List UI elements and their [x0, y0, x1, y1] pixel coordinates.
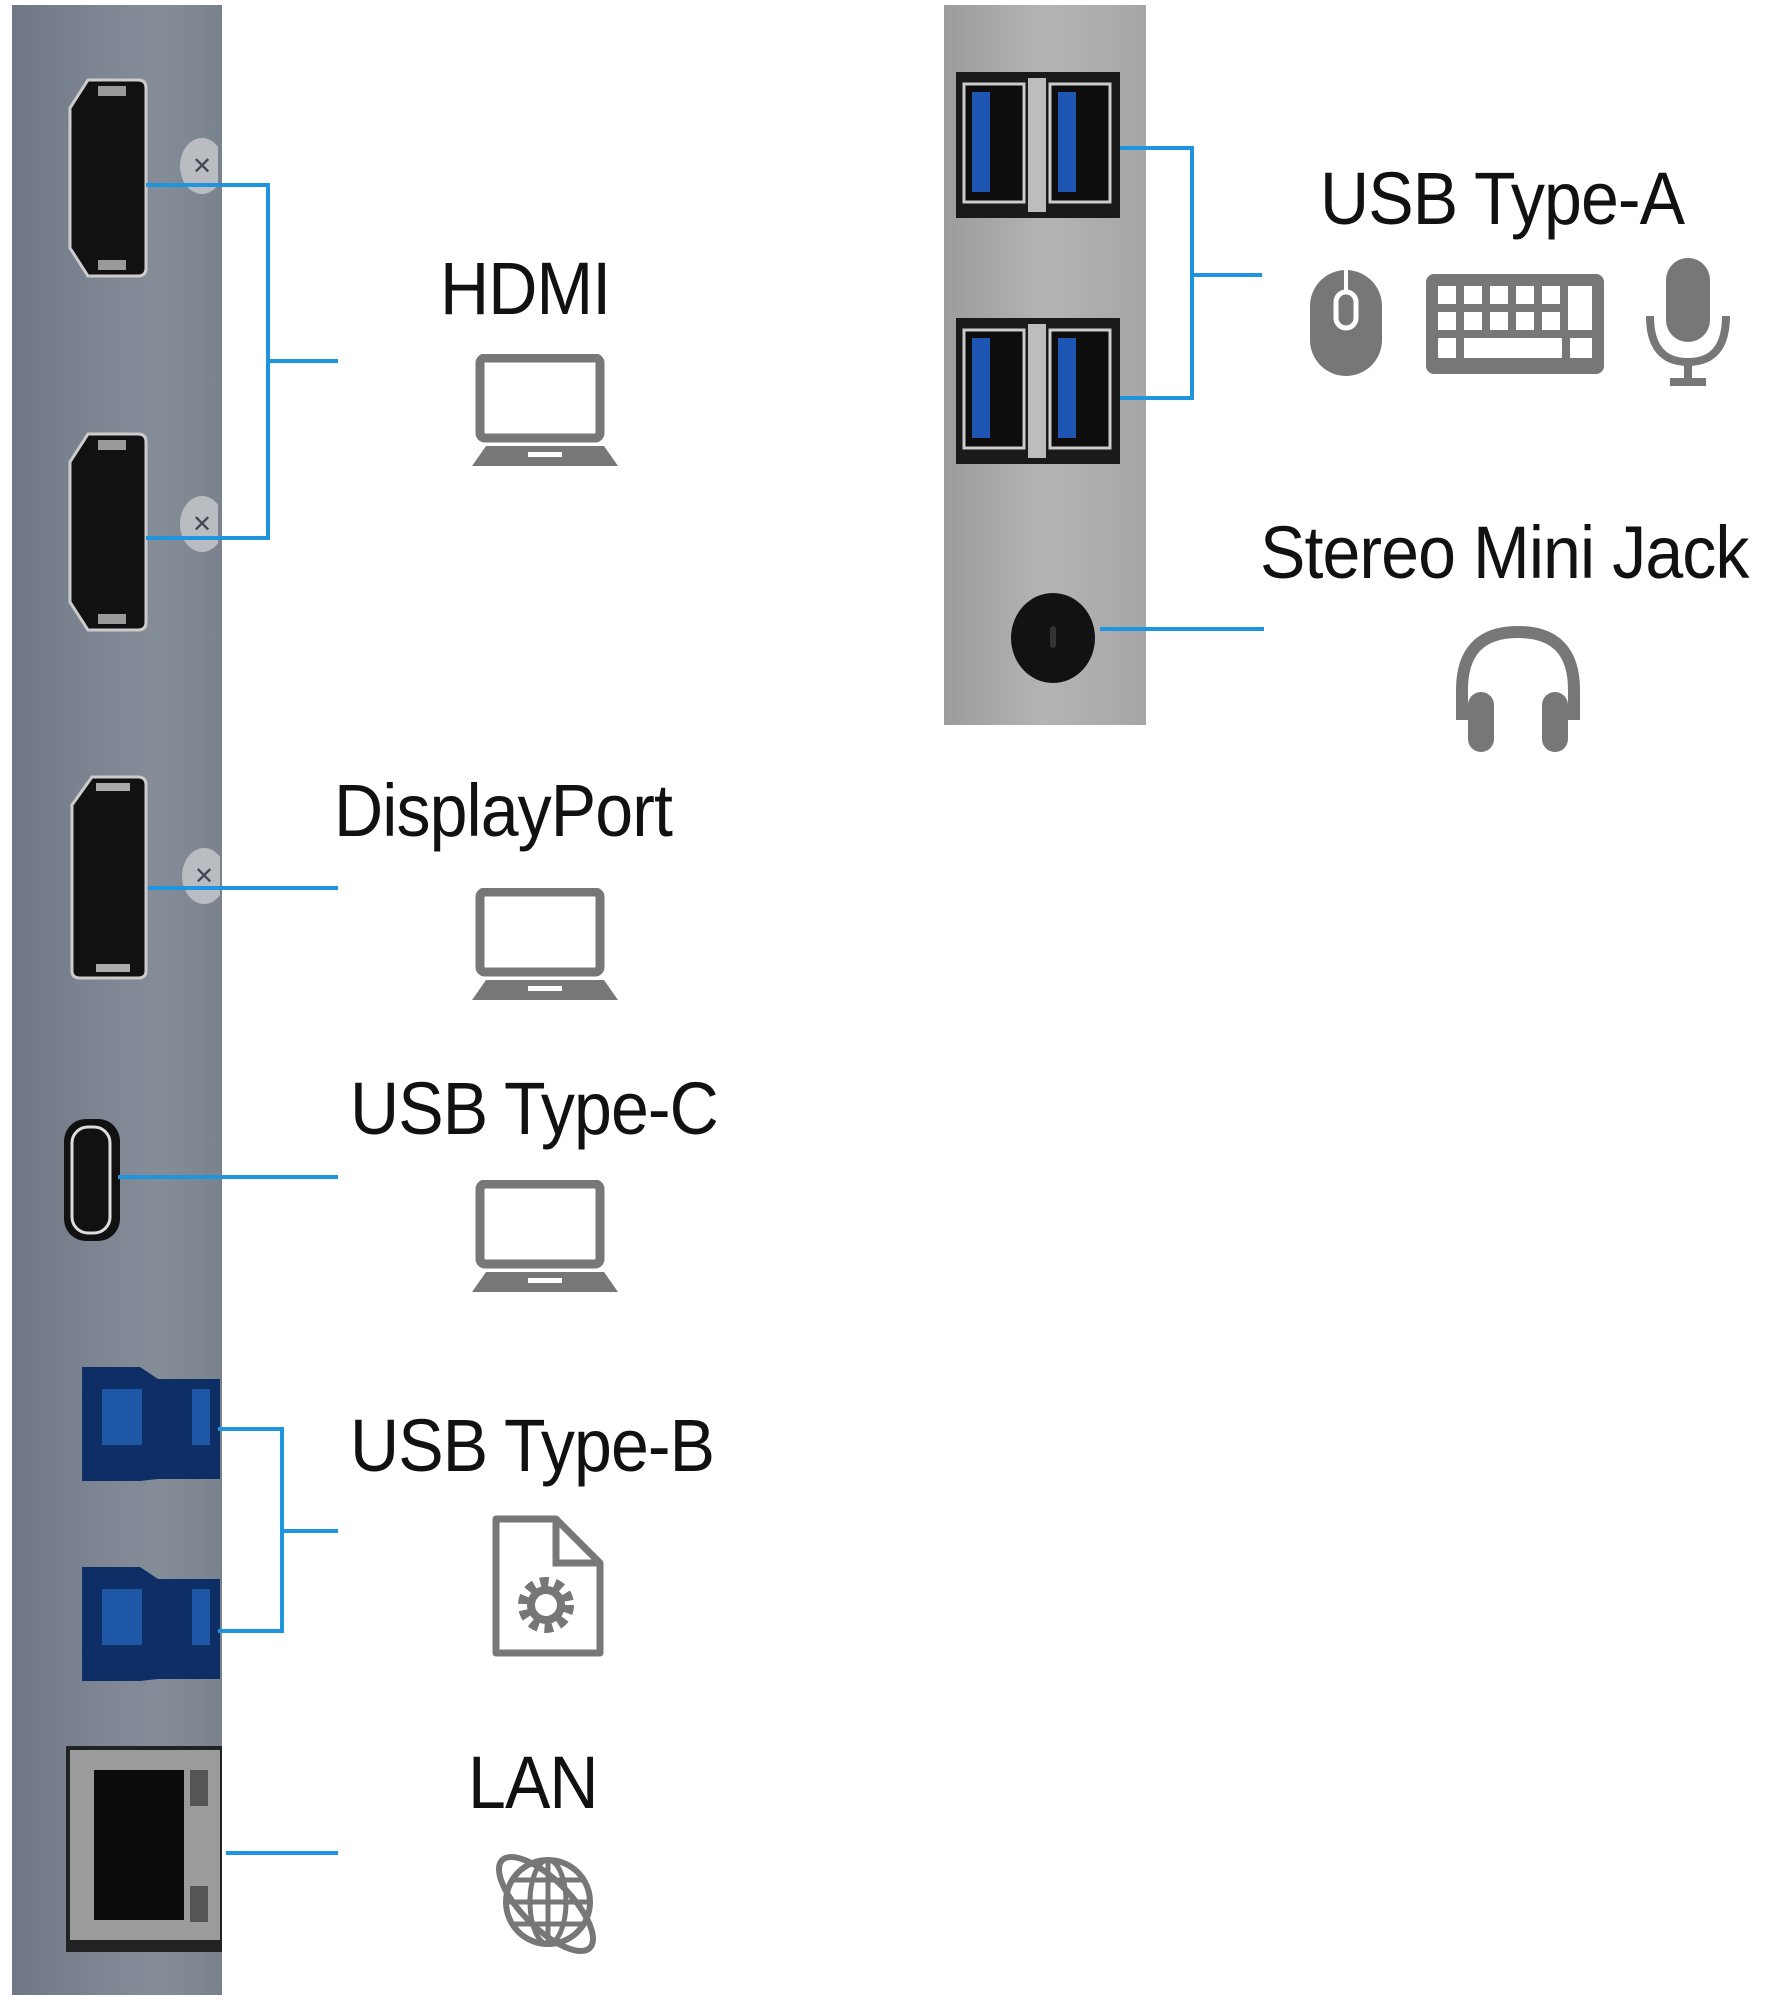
usb-b-port-2: [80, 1565, 220, 1683]
connector-line: [226, 1851, 338, 1855]
connector-line: [280, 1529, 338, 1533]
hdmi-port-2: [68, 432, 148, 632]
displayport-label: DisplayPort: [334, 769, 673, 852]
screw-icon: ✕: [178, 494, 218, 554]
usb-c-port: [62, 1117, 122, 1243]
settings-file-icon: [490, 1515, 606, 1659]
usb-type-c-label: USB Type-C: [350, 1067, 719, 1150]
connector-line: [218, 1427, 282, 1431]
headphones-icon: [1448, 616, 1588, 756]
lan-port: [64, 1744, 224, 1954]
usb-a-port-pair-1: [956, 72, 1120, 218]
usb-b-port-1: [80, 1365, 220, 1483]
stereo-mini-jack-label: Stereo Mini Jack: [1260, 511, 1749, 594]
connector-line: [1190, 273, 1262, 277]
connector-line: [1120, 396, 1192, 400]
usb-a-port-pair-2: [956, 318, 1120, 464]
connector-line: [148, 886, 338, 890]
laptop-icon: [470, 888, 620, 1002]
mouse-icon: [1306, 262, 1386, 382]
hdmi-port-1: [68, 78, 148, 278]
globe-icon: [482, 1840, 610, 1968]
svg-text:✕: ✕: [192, 511, 212, 538]
stereo-mini-jack-port: [1008, 590, 1098, 686]
usb-type-b-label: USB Type-B: [350, 1404, 715, 1487]
laptop-icon: [470, 1180, 620, 1294]
connector-line: [1120, 146, 1192, 150]
microphone-icon: [1644, 256, 1732, 390]
connector-line: [146, 183, 268, 187]
usb-type-a-label: USB Type-A: [1320, 157, 1685, 240]
connector-line: [1100, 627, 1264, 631]
keyboard-icon: [1424, 272, 1606, 376]
hdmi-label: HDMI: [440, 247, 611, 330]
screw-icon: ✕: [178, 136, 218, 196]
connector-line: [218, 1629, 282, 1633]
monitor-rear-panel-left: [12, 5, 222, 1995]
connector-line: [118, 1175, 338, 1179]
laptop-icon: [470, 354, 620, 468]
connector-line: [266, 359, 338, 363]
connector-line: [146, 536, 268, 540]
svg-text:✕: ✕: [194, 863, 214, 890]
lan-label: LAN: [468, 1741, 599, 1824]
displayport-port: [70, 775, 150, 980]
screw-icon: ✕: [180, 846, 220, 906]
svg-text:✕: ✕: [192, 153, 212, 180]
